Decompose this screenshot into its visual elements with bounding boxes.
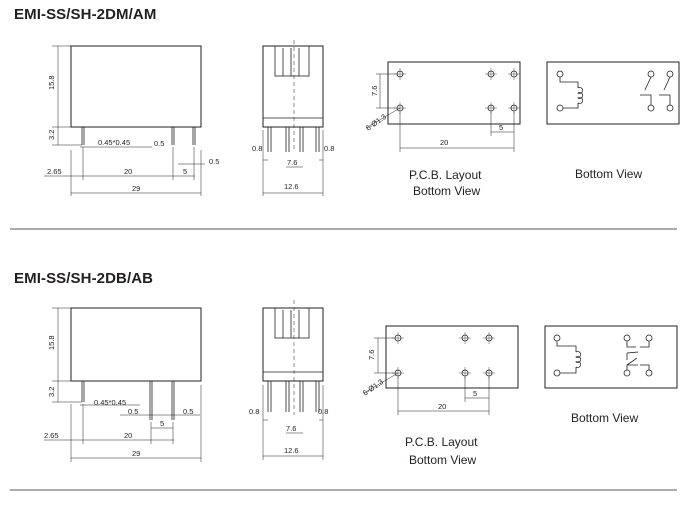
bottom2-caption: Bottom View <box>571 411 638 425</box>
bottom-view <box>546 61 680 125</box>
pcb-caption-line2: Bottom View <box>413 184 480 198</box>
pcb-caption-line1: P.C.B. Layout <box>409 168 482 182</box>
pcb2-hole-label: 6-Ø1.3 <box>361 377 385 398</box>
pcb-hole-label: 6-Ø1.3 <box>364 112 388 133</box>
side-height-label: 15.8 <box>47 75 56 90</box>
side2-pin-size-label: 0.45*0.45 <box>94 398 126 407</box>
side2-pitch20-label: 20 <box>124 431 132 440</box>
side-gap2-label: 0.5 <box>209 157 219 166</box>
side2-gap2-label: 0.5 <box>183 407 193 416</box>
front-view-2: 0.8 0.8 7.6 12.6 <box>249 300 328 460</box>
pcb-layout: 7.6 6-Ø1.3 20 5 <box>364 61 521 152</box>
pcb2-h5-label: 5 <box>473 389 477 398</box>
bottom-view-2 <box>544 325 678 389</box>
front-pitch-label: 7.6 <box>287 158 297 167</box>
side2-pitch5-label: 5 <box>160 419 164 428</box>
side-pin-size-label: 0.45*0.45 <box>98 138 130 147</box>
side-view: 15.8 3.2 0.45*0.45 0.5 0.5 2.65 20 5 29 <box>44 45 219 196</box>
pcb-h20-label: 20 <box>440 138 448 147</box>
pcb2-v76-label: 7.6 <box>367 350 376 360</box>
relay-2db-diagrams: 15.8 3.2 0.45*0.45 0.5 0.5 2.65 20 5 29 <box>44 300 678 467</box>
pcb-h5-label: 5 <box>499 123 503 132</box>
front2-left-label: 0.8 <box>249 407 259 416</box>
side2-gap1-label: 0.5 <box>128 407 138 416</box>
front-width-label: 12.6 <box>284 182 299 191</box>
side2-edge-label: 2.65 <box>44 431 59 440</box>
section-title-2dm: EMI-SS/SH-2DM/AM <box>14 6 157 23</box>
pcb-layout-2: 7.6 6-Ø1.3 20 5 <box>361 325 519 415</box>
front-right-label: 0.8 <box>324 144 334 153</box>
side-view-2: 15.8 3.2 0.45*0.45 0.5 0.5 2.65 20 5 29 <box>44 307 202 462</box>
side2-height-label: 15.8 <box>47 335 56 350</box>
front2-right-label: 0.8 <box>318 407 328 416</box>
pcb2-caption-line2: Bottom View <box>409 453 476 467</box>
pcb2-h20-label: 20 <box>438 402 446 411</box>
front2-pitch-label: 7.6 <box>286 424 296 433</box>
pcb2-caption-line1: P.C.B. Layout <box>405 435 478 449</box>
side-pin-len-label: 3.2 <box>47 130 56 140</box>
side2-pin-len-label: 3.2 <box>47 387 56 397</box>
side-gap1-label: 0.5 <box>154 139 164 148</box>
section-title-2db: EMI-SS/SH-2DB/AB <box>14 270 154 287</box>
pcb-v76-label: 7.6 <box>370 86 379 96</box>
front2-width-label: 12.6 <box>284 446 299 455</box>
front-view: 0.8 0.8 7.6 12.6 <box>252 40 334 196</box>
side-length-label: 29 <box>132 184 140 193</box>
front-left-label: 0.8 <box>252 144 262 153</box>
side-pitch5-label: 5 <box>183 167 187 176</box>
bottom-caption: Bottom View <box>575 167 642 181</box>
side-edge-label: 2.65 <box>47 167 62 176</box>
side2-length-label: 29 <box>132 449 140 458</box>
relay-2dm-diagrams: 15.8 3.2 0.45*0.45 0.5 0.5 2.65 20 5 29 <box>44 40 680 198</box>
side-pitch20-label: 20 <box>124 167 132 176</box>
